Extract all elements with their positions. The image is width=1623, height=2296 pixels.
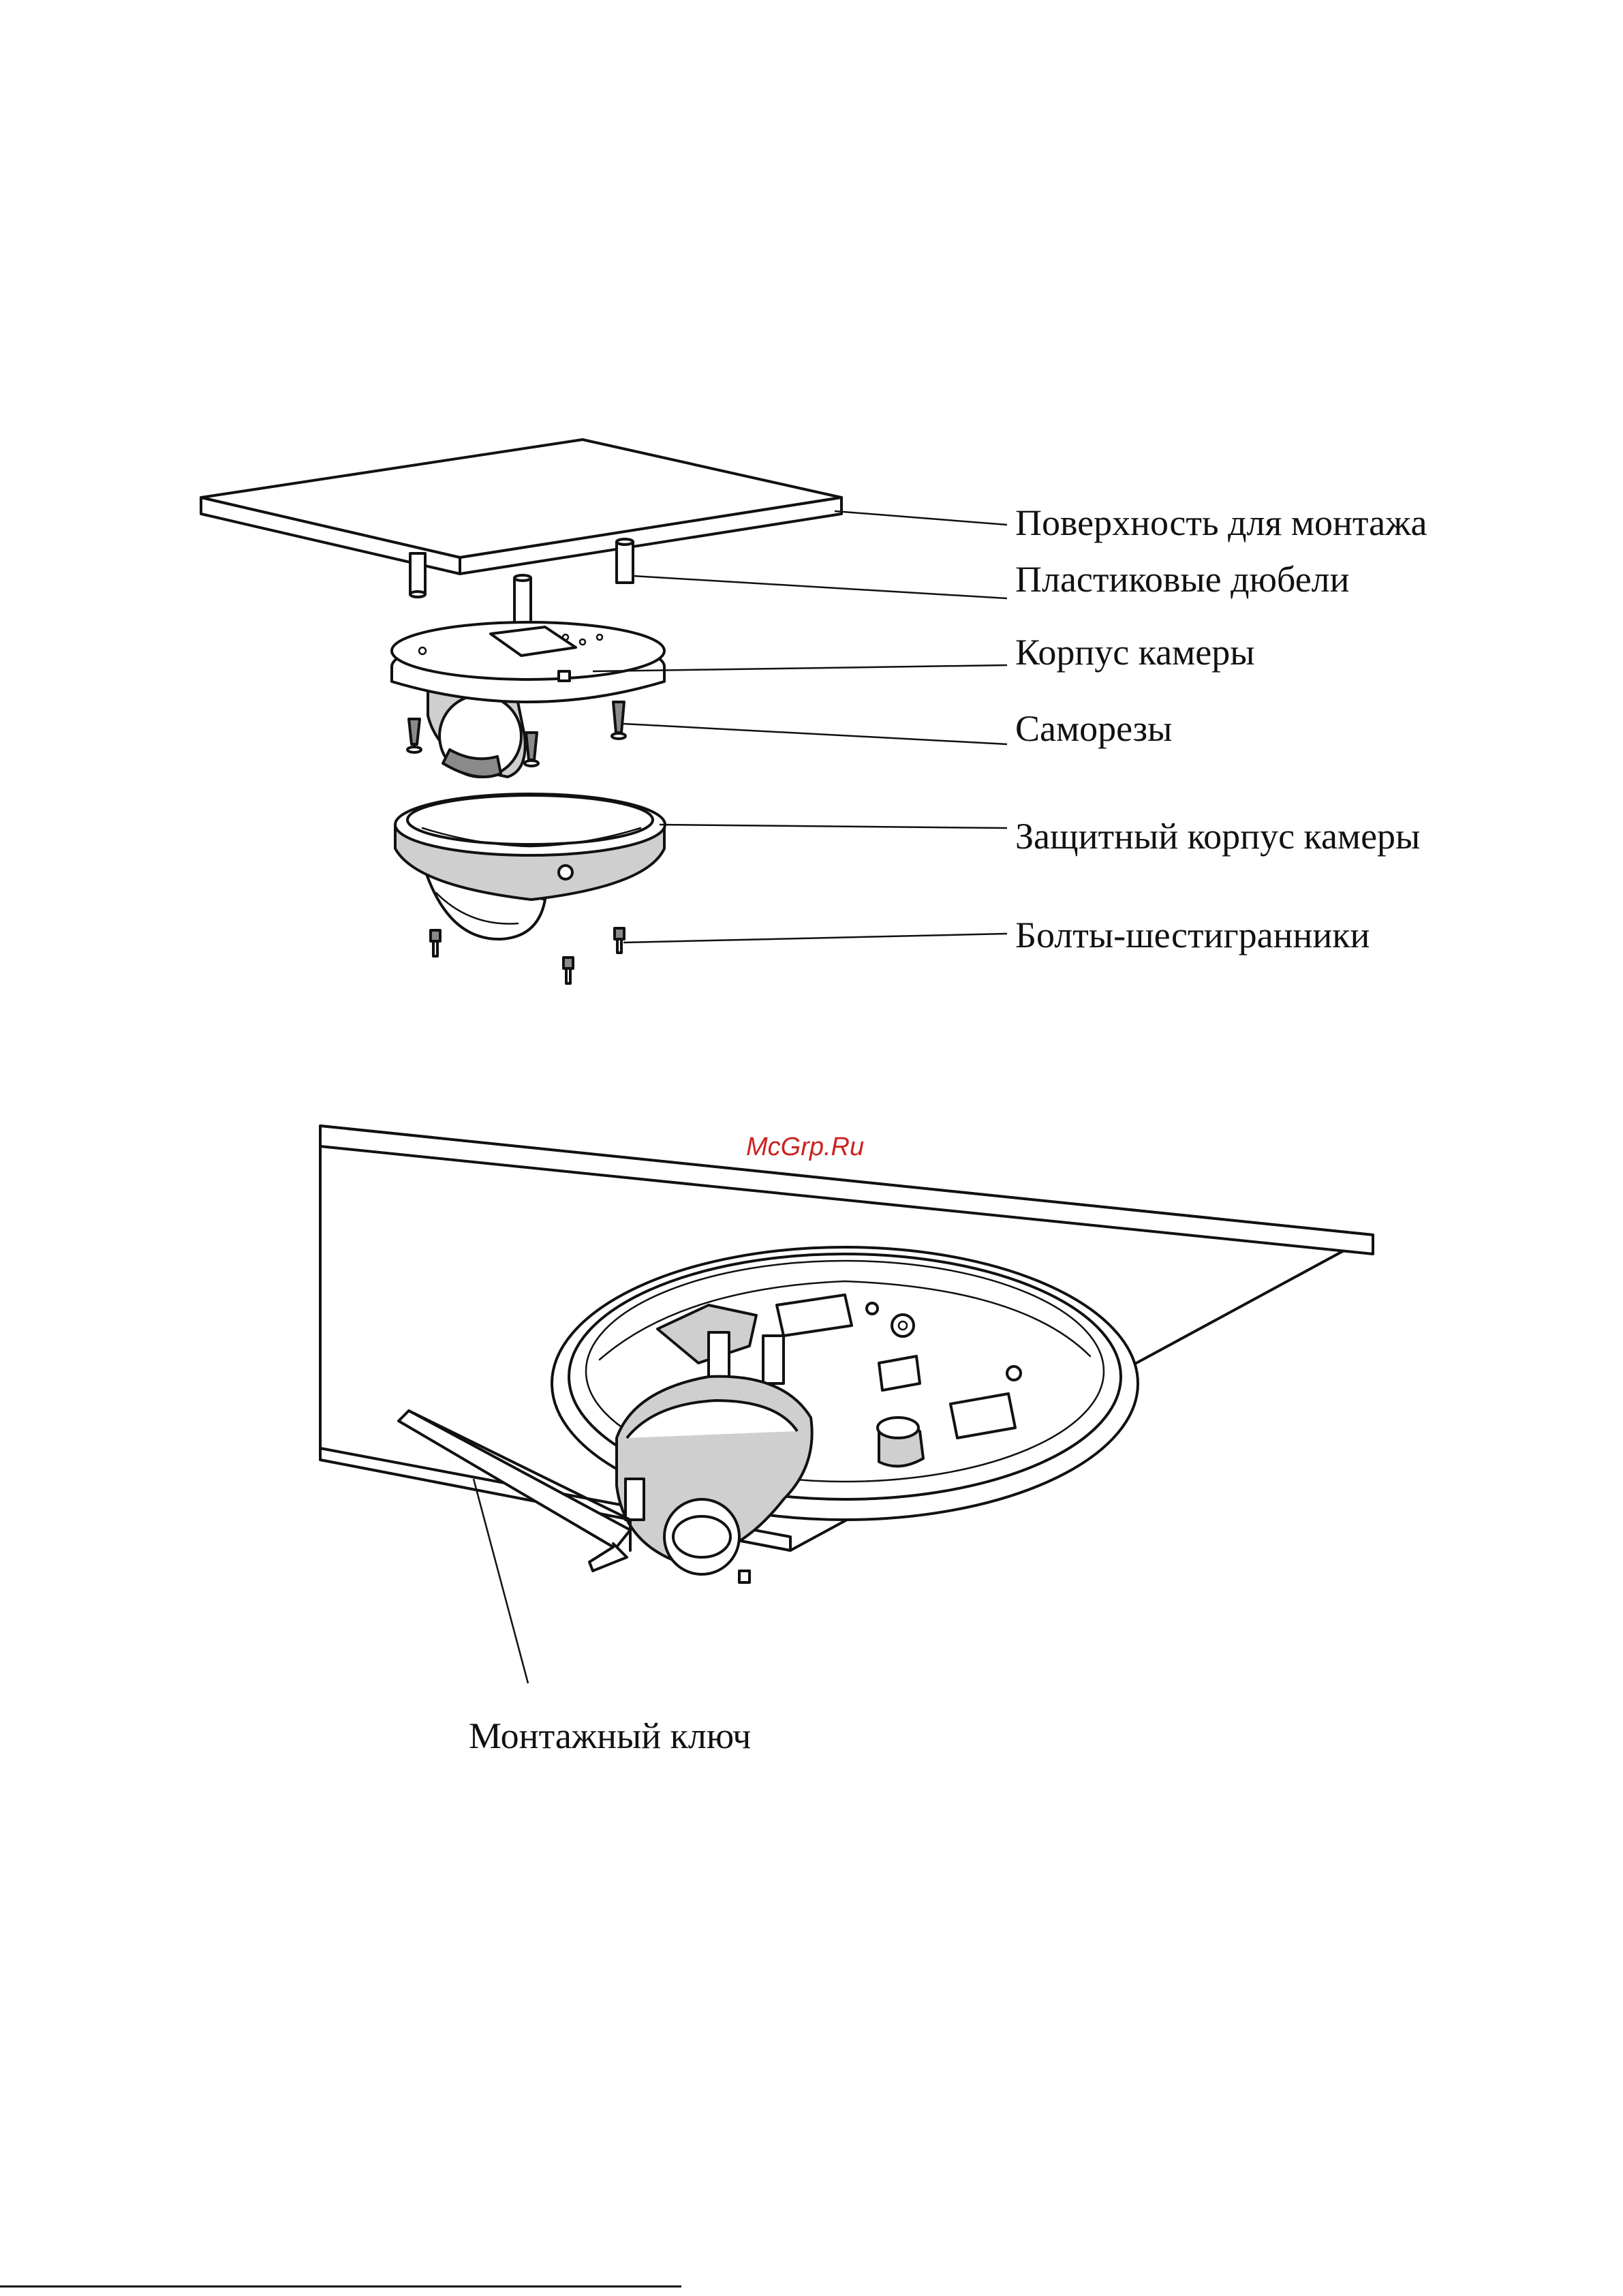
label-protective-housing: Защитный корпус камеры: [1015, 816, 1420, 857]
label-mounting-key: Монтажный ключ: [469, 1715, 751, 1756]
label-hex-bolts: Болты-шестигранники: [1015, 915, 1370, 955]
protective-housing-drawing: [395, 794, 665, 939]
watermark: McGrp.Ru: [746, 1133, 864, 1161]
installed-view: Монтажный ключ McGrp.Ru: [320, 1126, 1373, 1756]
mounting-surface-drawing: [201, 440, 841, 574]
exploded-view: Поверхность для монтажа Пластиковые дюбе…: [201, 440, 1427, 983]
label-camera-body: Корпус камеры: [1015, 632, 1255, 673]
label-plastic-dowels: Пластиковые дюбели: [1015, 559, 1350, 600]
hex-bolts-drawing: [431, 928, 624, 983]
leader-lines: [593, 511, 1007, 943]
dome-module-drawing: [617, 1377, 812, 1582]
label-mounting-surface: Поверхность для монтажа: [1015, 502, 1427, 543]
label-screws: Саморезы: [1015, 708, 1172, 749]
